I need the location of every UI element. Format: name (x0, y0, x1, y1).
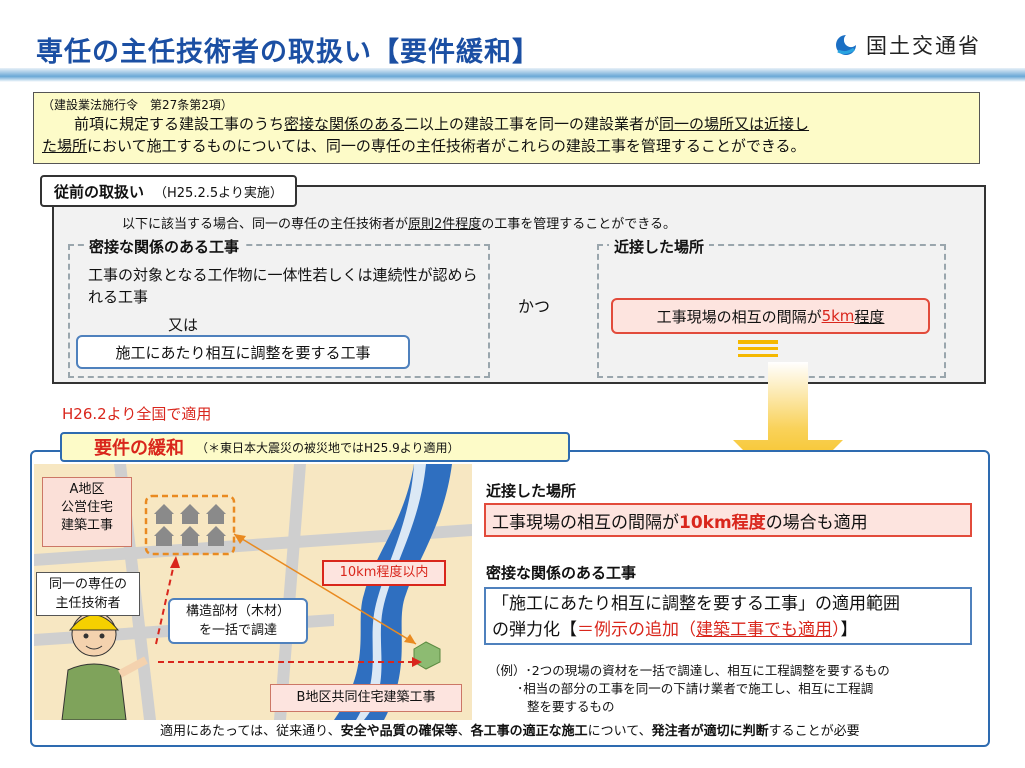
materials-label: 構造部材（木材） を一括で調達 (168, 598, 308, 644)
engineer-icon (61, 611, 148, 720)
distance-10km-label: 10km程度以内 (322, 560, 446, 586)
distance-5km-b: 5km (821, 307, 855, 325)
law-citation: （建設業法施行令 第27条第2項） (42, 98, 233, 112)
relax-close-b: の弾力化【 (492, 620, 577, 640)
ministry-logo: 国土交通省 (834, 30, 981, 60)
coordination-relax-box: 「施工にあたり相互に調整を要する工事」の適用範囲の弾力化【＝例示の追加（建築工事… (484, 587, 972, 645)
previous-intro: 以下に該当する場合、同一の専任の主任技術者が原則2件程度の工事を管理することがで… (122, 213, 676, 232)
law-text-2: 密接な関係のある (284, 115, 405, 133)
ministry-logo-icon (836, 35, 856, 55)
previous-treatment-tab: 従前の取扱い （H25.2.5より実施） (40, 175, 297, 207)
title-underline-bar (0, 68, 1025, 82)
distance-5km-a: 工事現場の相互の間隔が (656, 307, 822, 326)
footer-a: 適用にあたっては、従来通り、 (160, 724, 341, 739)
relaxation-note: （＊東日本大震災の被災地ではH25.9より適用） (196, 440, 460, 455)
footer-g: することが必要 (768, 724, 860, 739)
relax-near-b: 10km程度 (679, 512, 766, 533)
previous-heading: 従前の取扱い (54, 182, 145, 201)
example-2: ･相当の部分の工事を同一の下請け業者で施工し、相互に工程調 (517, 681, 874, 696)
relax-near-a: 工事現場の相互の間隔が (492, 512, 679, 533)
distance-5km-c: 程度 (854, 307, 885, 326)
footer-c: 、 (457, 724, 471, 739)
footer-note: 適用にあたっては、従来通り、安全や品質の確保等、各工事の適正な施工について、発注… (160, 720, 860, 739)
relax-close-e: ） (832, 620, 841, 640)
previous-intro-a: 以下に該当する場合、同一の専任の主任技術者が (122, 217, 409, 232)
close-relation-box (68, 244, 490, 378)
nearby-location-title: 近接した場所 (609, 236, 710, 257)
relax-close-c: ＝例示の追加（ (577, 620, 696, 640)
close-relation-text: 工事の対象となる工作物に一体性若しくは連続性が認められる工事 (88, 266, 478, 306)
relaxation-heading: 要件の緩和 (94, 438, 184, 459)
example-1: （例）･2つの現場の資材を一括で調達し、相互に工程調整を要するもの (488, 663, 890, 678)
site-b-label: B地区共同住宅建築工事 (270, 684, 462, 712)
ministry-name: 国土交通省 (866, 34, 981, 58)
law-text-3: 二以上の建設工事を同一の建設業者が (404, 115, 660, 133)
page-title: 専任の主任技術者の取扱い【要件緩和】 (36, 37, 540, 68)
example-3: 整を要するもの (527, 699, 615, 714)
law-text-1: 前項に規定する建設工事のうち (74, 115, 285, 133)
relax-close-d: 建築工事でも適用 (696, 620, 832, 640)
footer-d: 各工事の適正な施工 (470, 724, 588, 739)
law-text-6: において施工するものについては、同一の専任の主任技術者がこれらの建設工事を管理す… (87, 137, 806, 155)
relax-close-a: 「施工にあたり相互に調整を要する工事」の適用範囲 (492, 594, 900, 614)
footer-f: 発注者が適切に判断 (651, 724, 769, 739)
site-a-label: A地区 公営住宅 建築工事 (42, 477, 132, 547)
or-text: 又は (168, 316, 199, 334)
houses-icon (154, 504, 226, 546)
footer-b: 安全や品質の確保等 (340, 724, 458, 739)
previous-since: （H25.2.5より実施） (154, 185, 283, 201)
law-text-5: た場所 (42, 137, 88, 155)
relaxation-tab: 要件の緩和 （＊東日本大震災の被災地ではH25.9より適用） (60, 432, 570, 462)
footer-e: について、 (587, 724, 652, 739)
coordination-work-box: 施工にあたり相互に調整を要する工事 (76, 335, 410, 369)
relax-close-title: 密接な関係のある工事 (486, 564, 637, 582)
relax-near-title: 近接した場所 (486, 482, 577, 500)
previous-intro-b: 原則2件程度 (408, 217, 482, 232)
law-text-4: 同一の場所又は近接し (659, 115, 810, 133)
relax-close-f: 】 (840, 620, 858, 640)
law-quote-box: （建設業法施行令 第27条第2項） 前項に規定する建設工事のうち密接な関係のある… (33, 92, 980, 164)
close-relation-title: 密接な関係のある工事 (84, 236, 245, 257)
law-text: 前項に規定する建設工事のうち密接な関係のある二以上の建設工事を同一の建設業者が同… (42, 113, 972, 157)
and-text: かつ (518, 297, 551, 316)
engineer-label: 同一の専任の 主任技術者 (36, 572, 140, 616)
relax-near-c: の場合も適用 (765, 512, 868, 533)
previous-intro-c: の工事を管理することができる。 (481, 217, 677, 232)
h26-notice: H26.2より全国で適用 (62, 405, 212, 423)
